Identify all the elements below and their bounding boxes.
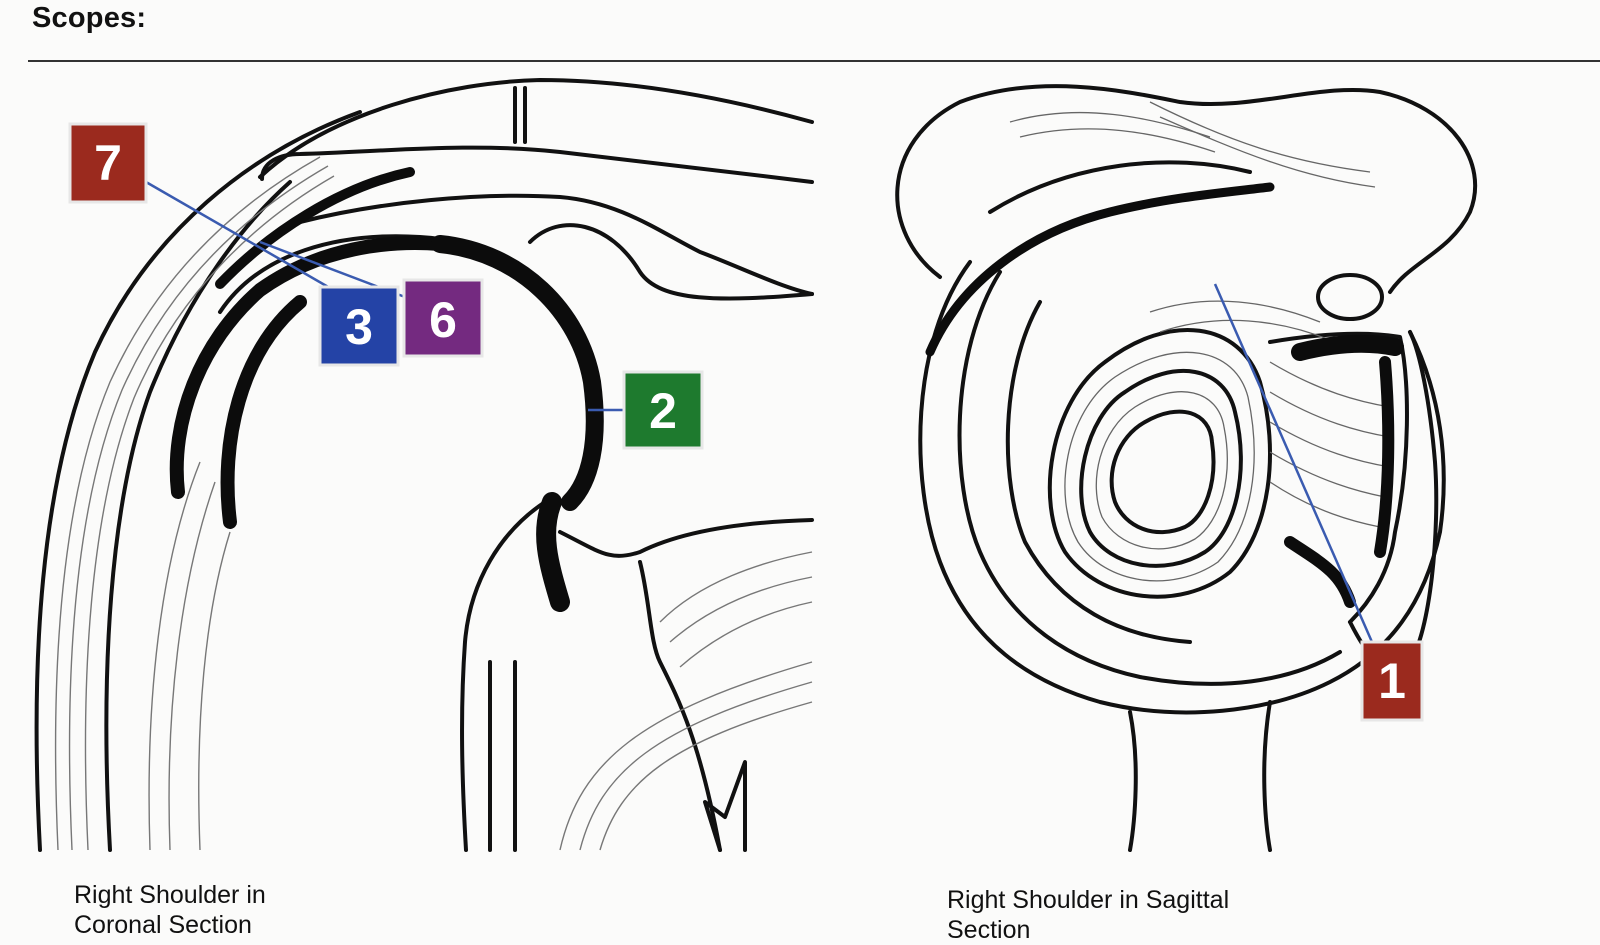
rotator-cuff-inner-ring [957, 270, 1342, 686]
marker-7-label: 7 [94, 135, 122, 191]
marker-3[interactable]: 3 [318, 285, 400, 367]
subscapularis-fiber [659, 551, 813, 623]
subscapularis-fiber [1269, 451, 1386, 498]
humeral-head-inner [1079, 369, 1243, 568]
subscapularis-fiber [1269, 391, 1391, 438]
deltoid-fiber [84, 175, 335, 851]
humerus-shaft-anterior [1128, 710, 1138, 852]
marker-1-badge [1360, 640, 1424, 722]
marker-7-badge [68, 122, 148, 204]
humeral-head-ring [1064, 351, 1255, 582]
leader-line-1 [1213, 283, 1374, 643]
marker-1-label: 1 [1378, 653, 1406, 709]
coronal-section-drawing: 7 3 6 2 [34, 78, 814, 852]
subdeltoid-bursa [169, 236, 447, 499]
marker-3-label: 3 [345, 299, 373, 355]
subscapularis-fiber [559, 661, 813, 851]
acromion-coracoid-outline [895, 84, 1477, 294]
humeral-head-ring [1095, 391, 1228, 550]
subscapularis-fiber [1269, 481, 1381, 528]
rotator-cuff-outer-ring [918, 260, 1446, 715]
humeral-head-section [1047, 328, 1272, 599]
inferior-recess [1284, 536, 1356, 608]
marker-3-badge [318, 285, 400, 367]
scapula-notch [703, 760, 747, 852]
acromion-top [258, 78, 814, 179]
coronal-section-figure: 7 3 6 2 [0, 62, 830, 870]
deltoid-fiber [68, 165, 329, 851]
marker-6[interactable]: 6 [402, 278, 484, 358]
title-divider [28, 60, 1600, 62]
humerus-shaft-posterior [1262, 700, 1272, 852]
subscapularis-fiber [1269, 421, 1391, 468]
acromion-underside [260, 145, 814, 184]
deltoid-fiber [54, 156, 321, 851]
marker-6-label: 6 [429, 292, 457, 348]
glenoid-rim [1268, 331, 1409, 624]
biceps-tendon [1316, 273, 1384, 321]
acromion-fiber [1019, 128, 1216, 153]
subscapularis-fiber [579, 681, 813, 851]
superior-recess [1291, 334, 1404, 361]
sagittal-section-drawing: 1 [895, 84, 1477, 852]
humeral-head-core [1109, 409, 1216, 535]
acromion-fiber [1009, 111, 1211, 138]
marker-2-label: 2 [649, 383, 677, 439]
subscapularis-fiber [599, 701, 813, 851]
capsule-ring [1005, 300, 1192, 644]
subscapularis-fiber [679, 601, 813, 668]
subacromial-bursa [925, 182, 1275, 357]
coracoacromial-arch [988, 160, 1252, 214]
subacromial-bursa [215, 167, 415, 289]
marker-2-badge [622, 370, 704, 450]
sagittal-caption: Right Shoulder in Sagittal Section [947, 886, 1230, 944]
articular-cartilage-humeral [431, 235, 604, 511]
page-title: Scopes: [32, 2, 147, 34]
scapula-spine [528, 223, 814, 301]
marker-6-badge [402, 278, 484, 358]
supraspinatus-fiber [1159, 319, 1331, 341]
glenoid-neck [558, 518, 814, 558]
scapula-lateral-border [638, 560, 722, 852]
deltoid-outer-contour [34, 110, 362, 852]
deltoid-fiber [148, 461, 201, 851]
supraspinatus-fiber [1149, 300, 1321, 323]
marker-7[interactable]: 7 [68, 122, 148, 204]
supraspinatus-upper-border [298, 193, 814, 296]
coronal-caption: Right Shoulder in Coronal Section [74, 881, 266, 939]
sagittal-section-figure: 1 [850, 62, 1600, 870]
acromion-fiber [1159, 116, 1376, 188]
humerus-cortex [488, 660, 517, 852]
marker-1[interactable]: 1 [1360, 640, 1424, 722]
deltoid-fiber [198, 531, 231, 851]
marker-2[interactable]: 2 [622, 370, 704, 450]
subscapularis-fiber [669, 576, 813, 643]
subscapularis-fiber [1269, 361, 1391, 408]
humerus-shaft-medial [460, 500, 547, 852]
anterior-recess [1374, 356, 1395, 558]
acromion-fiber [1149, 101, 1371, 173]
deltoid-fiber [168, 481, 216, 851]
leader-line-7 [145, 180, 331, 290]
capsule-inferior-recess [536, 492, 570, 612]
capsule-superior [220, 295, 307, 529]
deltoid-inner-contour [104, 180, 292, 852]
acromioclavicular-joint [513, 86, 527, 144]
